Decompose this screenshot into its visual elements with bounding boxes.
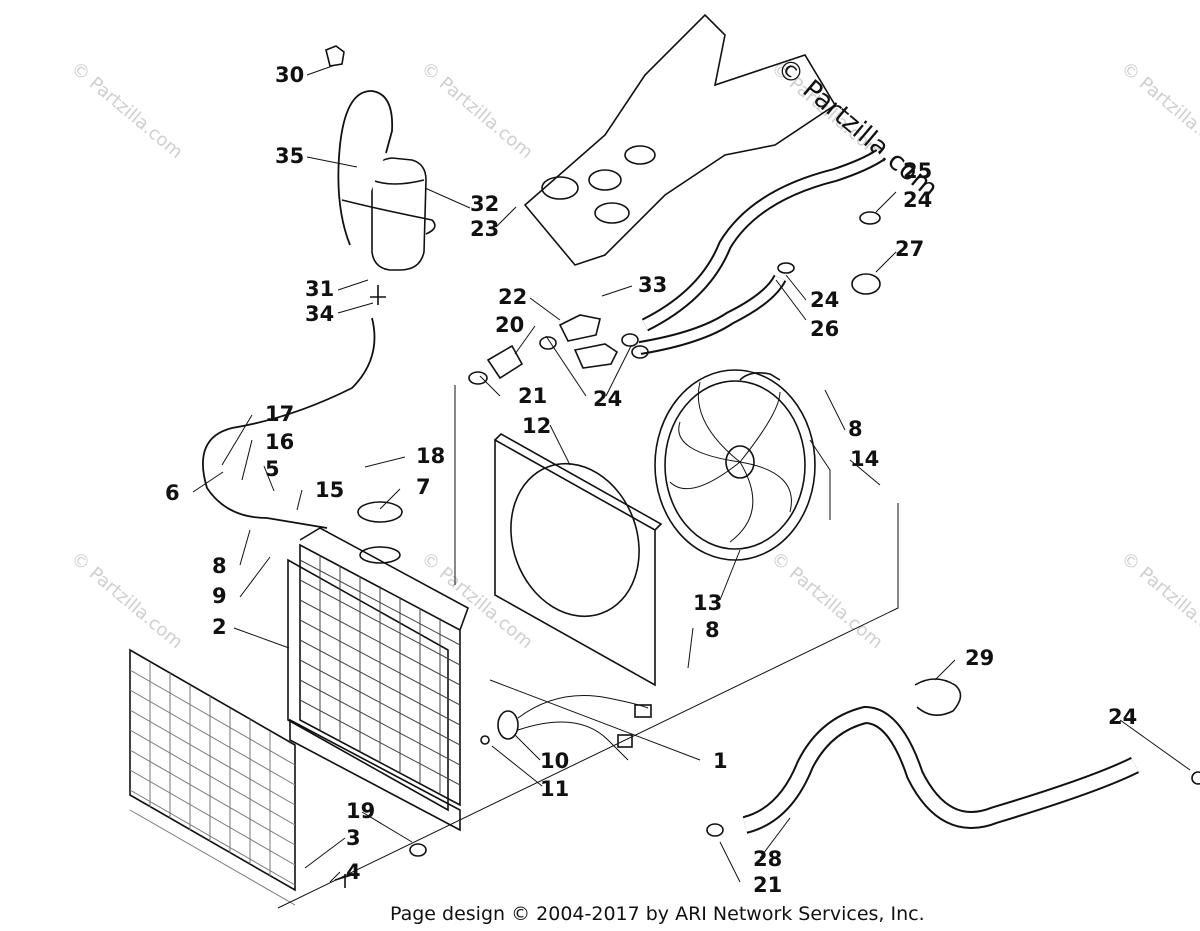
radiator: [287, 501, 469, 832]
callout-12: 12: [522, 414, 551, 438]
callout-14: 14: [850, 447, 879, 471]
callout-15: 15: [315, 478, 344, 502]
callout-2: 2: [212, 615, 227, 639]
temp-sensor: [480, 695, 652, 761]
watermark: © Partzilla.com: [417, 548, 537, 653]
callout-16: 16: [265, 430, 294, 454]
watermark: © Partzilla.com: [417, 58, 537, 163]
fan-shroud: [494, 433, 663, 687]
upper-hoses: [638, 149, 884, 355]
coolant-reservoir: [325, 45, 436, 305]
lower-hose: [706, 678, 1200, 837]
callout-17: 17: [265, 402, 294, 426]
grommet: [409, 843, 427, 857]
footer-credit: Page design © 2004-2017 by ARI Network S…: [390, 903, 925, 925]
callout-6: 6: [165, 481, 180, 505]
callout-8: 8: [848, 417, 863, 441]
callout-28: 28: [753, 847, 782, 871]
thermostat-housing: [468, 314, 649, 385]
callout-23: 23: [470, 217, 499, 241]
callout-31: 31: [305, 277, 334, 301]
callout-8: 8: [212, 554, 227, 578]
callout-34: 34: [305, 302, 334, 326]
callout-22: 22: [498, 285, 527, 309]
callout-24: 24: [593, 387, 622, 411]
callout-29: 29: [965, 646, 994, 670]
callout-11: 11: [540, 777, 569, 801]
radiator-grille: [129, 648, 356, 906]
callout-32: 32: [470, 192, 499, 216]
callout-9: 9: [212, 584, 227, 608]
callout-7: 7: [416, 475, 431, 499]
leader-lines: [192, 64, 1191, 883]
overflow-hose: [202, 317, 376, 529]
watermark: © Partzilla.com: [67, 58, 187, 163]
callout-21: 21: [753, 873, 782, 897]
callout-18: 18: [416, 444, 445, 468]
air-duct: [523, 13, 837, 266]
watermark: © Partzilla.com: [1117, 548, 1200, 653]
callout-21: 21: [518, 384, 547, 408]
callout-30: 30: [275, 63, 304, 87]
cooling-fan: [654, 369, 831, 561]
callout-8: 8: [705, 618, 720, 642]
callout-3: 3: [346, 826, 361, 850]
assembly-boundary: [277, 503, 899, 909]
callout-1: 1: [713, 749, 728, 773]
callout-27: 27: [895, 237, 924, 261]
callout-24: 24: [1108, 705, 1137, 729]
callout-5: 5: [265, 457, 280, 481]
watermark: © Partzilla.com: [1117, 58, 1200, 163]
watermark: © Partzilla.com: [67, 548, 187, 653]
callout-33: 33: [638, 273, 667, 297]
callout-10: 10: [540, 749, 569, 773]
callout-20: 20: [495, 313, 524, 337]
callout-13: 13: [693, 591, 722, 615]
callout-24: 24: [810, 288, 839, 312]
callout-35: 35: [275, 144, 304, 168]
callout-4: 4: [346, 860, 361, 884]
callout-19: 19: [346, 799, 375, 823]
callout-26: 26: [810, 317, 839, 341]
callout-24: 24: [903, 188, 932, 212]
watermark: © Partzilla.com: [767, 548, 887, 653]
callout-25: 25: [903, 159, 932, 183]
callout-labels: 30 35 32 23 31 34 22 33 20 21 24 25 24 2…: [165, 63, 1137, 897]
